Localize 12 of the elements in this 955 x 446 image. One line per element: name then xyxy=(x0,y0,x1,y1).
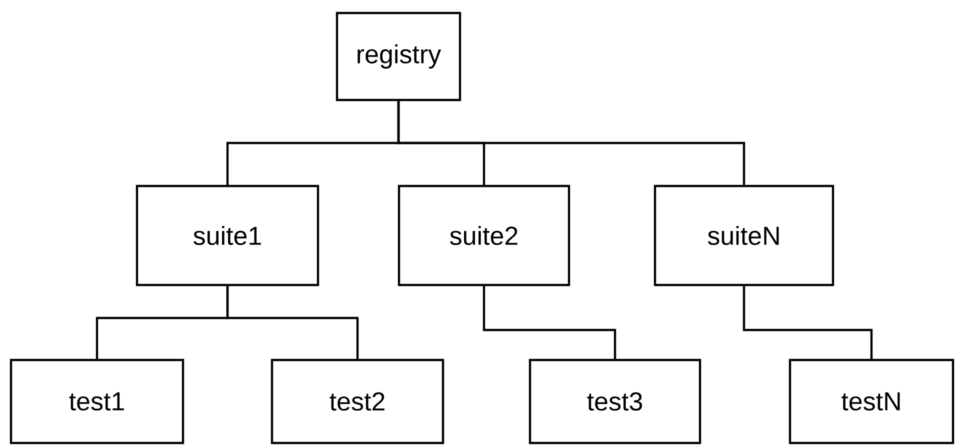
tree-box: test3 xyxy=(528,358,702,444)
connector-line xyxy=(742,284,873,360)
connector-line xyxy=(482,284,616,360)
tree-box: testN xyxy=(788,358,954,444)
tree-box: test2 xyxy=(270,358,444,444)
tree-box: suiteN xyxy=(654,184,834,286)
tree-box: registry xyxy=(336,12,462,102)
tree-box: suite2 xyxy=(398,184,570,286)
tree-box: suite1 xyxy=(136,184,320,286)
connector-line xyxy=(226,284,359,360)
connector-line xyxy=(397,100,746,186)
tree-box: test1 xyxy=(10,358,184,444)
